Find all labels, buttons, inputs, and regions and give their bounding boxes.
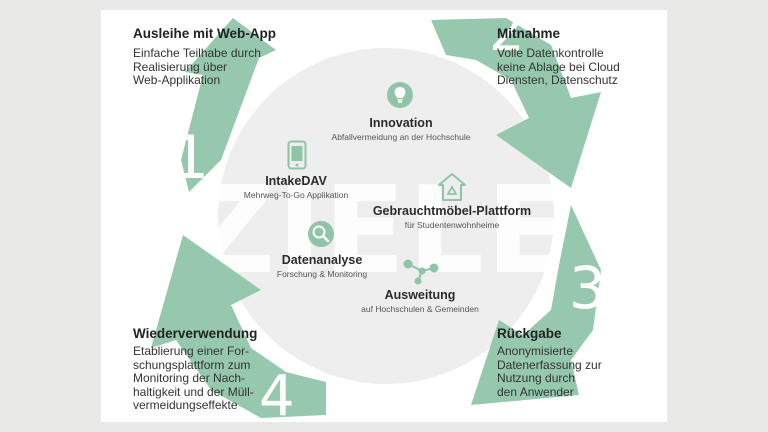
corner-top-left: Ausleihe mit Web-App Einfache Teilhabe d… [133, 26, 276, 88]
item-subtitle: Abfallvermeidung an der Hochschule [331, 132, 471, 142]
item-analyse: Datenanalyse Forschung & Monitoring [237, 253, 407, 280]
item-title: Gebrauchtmöbel-Plattform [372, 204, 532, 218]
number-3: 3 [569, 254, 606, 322]
corner-top-right: Mitnahme Volle Datenkontrolle keine Abla… [497, 26, 620, 88]
slide: ZIELE 1 2 3 4 Ausleihe mit Web-App Einfa… [101, 10, 667, 422]
smartphone-icon [287, 140, 307, 170]
item-title: IntakeDAV [265, 174, 327, 188]
item-subtitle: Forschung & Monitoring [276, 269, 368, 279]
corner-body: Einfache Teilhabe durch Realisierung übe… [133, 46, 261, 87]
corner-body: Etablierung einer For- schungsplattform … [133, 344, 254, 412]
corner-body: Anonymisierte Datenerfassung zur Nutzung… [497, 344, 602, 399]
item-subtitle: Mehrweg-To-Go Applikation [243, 190, 349, 200]
number-2: 2 [489, 10, 525, 64]
corner-title: Wiederverwendung [133, 326, 258, 341]
corner-bottom-left: Wiederverwendung Etablierung einer For- … [133, 326, 257, 413]
arrow-1 [181, 18, 276, 192]
arrow-4 [151, 235, 326, 418]
corner-title: Mitnahme [497, 26, 561, 41]
arrow-3 [471, 205, 601, 405]
item-moebel: Gebrauchtmöbel-Plattform für Studentenwo… [357, 204, 547, 231]
corner-title: Rückgabe [497, 326, 562, 341]
item-title: Ausweitung [384, 288, 456, 302]
item-title: Datenanalyse [281, 253, 363, 267]
recycle-house-icon [438, 173, 466, 201]
network-icon [403, 259, 439, 285]
item-title: Innovation [369, 116, 433, 130]
corner-bottom-right: Rückgabe Anonymisierte Datenerfassung zu… [497, 326, 602, 399]
item-subtitle: auf Hochschulen & Gemeinden [361, 304, 479, 314]
arrow-2 [431, 18, 601, 188]
item-ausweitung: Ausweitung auf Hochschulen & Gemeinden [325, 288, 515, 315]
number-1: 1 [171, 123, 209, 193]
item-subtitle: für Studentenwohnheime [404, 220, 500, 230]
number-4: 4 [259, 364, 295, 422]
center-circle [218, 48, 554, 384]
corner-body: Volle Datenkontrolle keine Ablage bei Cl… [497, 46, 620, 87]
item-intake: IntakeDAV Mehrweg-To-Go Applikation [211, 174, 381, 201]
corner-title: Ausleihe mit Web-App [133, 26, 277, 41]
lightbulb-icon [387, 82, 413, 108]
magnifier-icon [308, 221, 334, 247]
item-innovation: Innovation Abfallvermeidung an der Hochs… [301, 116, 501, 143]
watermark-text: ZIELE [188, 162, 570, 301]
cycle-graphic: ZIELE 1 2 3 4 [151, 10, 606, 422]
